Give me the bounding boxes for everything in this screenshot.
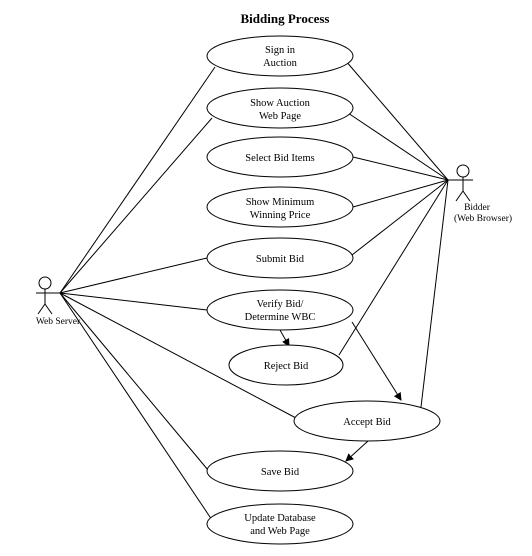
use-case-save-bid: Save Bid bbox=[206, 450, 354, 492]
svg-text:and Web Page: and Web Page bbox=[250, 526, 310, 537]
svg-text:Submit Bid: Submit Bid bbox=[256, 254, 305, 265]
svg-text:Determine WBC: Determine WBC bbox=[245, 312, 316, 323]
use-case-update-database-and-web-page: Update Database and Web Page bbox=[206, 503, 354, 545]
use-case-reject-bid: Reject Bid bbox=[228, 344, 344, 386]
svg-text:Accept Bid: Accept Bid bbox=[343, 417, 391, 428]
svg-text:Select Bid Items: Select Bid Items bbox=[245, 153, 314, 164]
svg-text:Save Bid: Save Bid bbox=[261, 467, 300, 478]
use-case-accept-bid: Accept Bid bbox=[293, 400, 441, 442]
bidder-actor: Bidder (Web Browser) bbox=[448, 164, 512, 224]
svg-text:Show Auction: Show Auction bbox=[250, 98, 311, 109]
svg-text:Update Database: Update Database bbox=[244, 513, 316, 524]
bidder-associations bbox=[338, 59, 449, 408]
web-server-associations bbox=[59, 66, 297, 521]
web-server-label: Web Server bbox=[36, 317, 81, 327]
svg-text:Winning Price: Winning Price bbox=[250, 210, 311, 221]
stick-figure-icon bbox=[36, 276, 60, 315]
use-case-submit-bid: Submit Bid bbox=[206, 237, 354, 279]
svg-text:Auction: Auction bbox=[263, 58, 298, 69]
bidder-sublabel: (Web Browser) bbox=[454, 213, 512, 224]
use-case-show-auction-web-page: Show Auction Web Page bbox=[206, 87, 354, 129]
stick-figure-icon bbox=[448, 164, 473, 202]
bidder-label: Bidder bbox=[464, 203, 491, 213]
use-case-sign-in-auction: Sign in Auction bbox=[206, 35, 354, 77]
svg-text:Web Page: Web Page bbox=[259, 111, 301, 122]
web-server-actor: Web Server bbox=[36, 276, 81, 327]
use-case-verify-bid-determine-wbc: Verify Bid/ Determine WBC bbox=[206, 289, 354, 331]
svg-text:Sign in: Sign in bbox=[265, 45, 296, 56]
diagram-title: Bidding Process bbox=[241, 11, 330, 26]
svg-text:Reject Bid: Reject Bid bbox=[264, 361, 309, 372]
use-case-show-minimum-winning-price: Show Minimum Winning Price bbox=[206, 186, 354, 228]
use-case-select-bid-items: Select Bid Items bbox=[206, 136, 354, 178]
flow-arrows bbox=[279, 321, 402, 462]
svg-text:Show Minimum: Show Minimum bbox=[246, 197, 315, 208]
svg-text:Verify Bid/: Verify Bid/ bbox=[257, 299, 304, 310]
